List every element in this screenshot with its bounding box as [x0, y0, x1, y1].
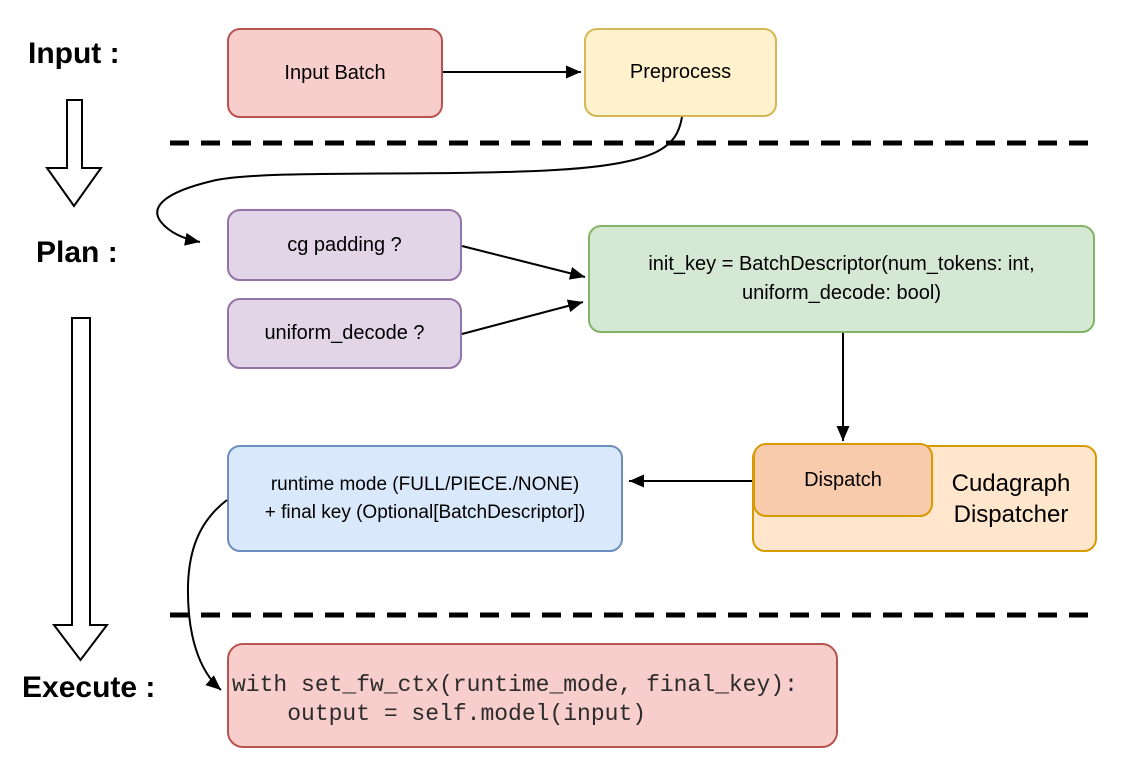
section-label-input: Input :	[28, 37, 120, 70]
node-dispatch: Dispatch	[753, 443, 933, 517]
node-uniform-decode: uniform_decode ?	[227, 298, 462, 369]
node-input-batch-label: Input Batch	[284, 61, 386, 84]
node-preprocess: Preprocess	[584, 28, 777, 117]
node-execute-code: with set_fw_ctx(runtime_mode, final_key)…	[227, 643, 838, 748]
hollow-arrow-plan-to-execute-icon	[51, 317, 110, 662]
node-cudagraph-dispatcher-line2: Dispatcher	[953, 500, 1069, 528]
node-cg-padding-label: cg padding ?	[287, 233, 402, 256]
node-uniform-decode-label: uniform_decode ?	[264, 322, 425, 344]
node-dispatch-label: Dispatch	[804, 468, 882, 491]
arrow-cg-padding-to-init-key	[461, 245, 586, 280]
node-init-key-line1: init_key = BatchDescriptor(num_tokens: i…	[648, 253, 1035, 275]
node-runtime-mode: runtime mode (FULL/PIECE./NONE) + final …	[227, 445, 623, 552]
node-input-batch: Input Batch	[227, 28, 443, 118]
hollow-arrow-input-to-plan-icon	[45, 99, 103, 208]
node-init-key-line2: uniform_decode: bool)	[741, 282, 941, 304]
section-label-execute: Execute :	[22, 671, 156, 704]
node-cudagraph-dispatcher-line1: Cudagraph	[951, 469, 1071, 497]
arrow-uniform-decode-to-init-key	[461, 299, 584, 335]
node-execute-code-line2: output = self.model(input)	[232, 700, 647, 727]
node-cg-padding: cg padding ?	[227, 209, 462, 281]
node-init-key: init_key = BatchDescriptor(num_tokens: i…	[588, 225, 1095, 333]
section-label-plan: Plan :	[36, 236, 118, 269]
node-cudagraph-dispatcher-label: Cudagraph Dispatcher	[927, 447, 1095, 550]
node-runtime-mode-line2: + final key (Optional[BatchDescriptor])	[264, 501, 586, 523]
node-runtime-mode-line1: runtime mode (FULL/PIECE./NONE)	[270, 473, 580, 495]
arrow-runtime-mode-to-execute-code	[186, 499, 228, 691]
node-preprocess-label: Preprocess	[629, 61, 732, 83]
node-execute-code-line1: with set_fw_ctx(runtime_mode, final_key)…	[232, 671, 798, 698]
